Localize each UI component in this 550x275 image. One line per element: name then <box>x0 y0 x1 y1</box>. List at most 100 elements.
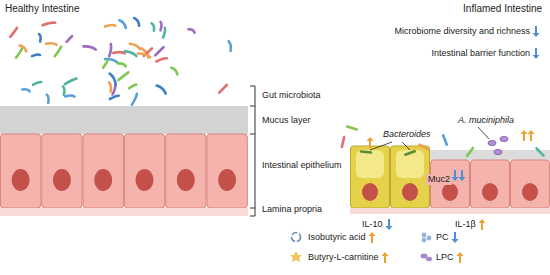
arrow-head <box>452 177 459 181</box>
bacterium <box>405 151 414 154</box>
arrow-head <box>479 219 486 223</box>
bacterium <box>138 53 150 57</box>
arrow-head <box>528 130 535 134</box>
epithelial-cell <box>1 134 41 208</box>
bacterium <box>118 63 126 66</box>
arrow-head <box>367 137 374 141</box>
bacterium <box>155 47 163 55</box>
bacterium <box>347 127 357 130</box>
arrow-head <box>382 252 389 256</box>
bacterium <box>63 87 64 95</box>
increase-arrow <box>523 133 525 141</box>
cell-nucleus <box>362 183 378 201</box>
bacterium <box>109 44 111 56</box>
arrow-head <box>521 130 528 134</box>
bacterium <box>110 74 116 85</box>
arrow-head <box>533 55 540 59</box>
lpc-icon <box>421 254 428 259</box>
epithelial-cell <box>207 134 247 208</box>
decrease-arrow <box>535 48 537 56</box>
bacterium <box>132 94 137 105</box>
arrow-head <box>457 252 464 256</box>
metabolite-label: Isobutyric acid <box>308 232 366 243</box>
bacterium <box>420 145 429 150</box>
trend-note: Microbiome diversity and richness <box>394 26 530 37</box>
epithelial-cell <box>83 134 123 208</box>
bacterium <box>188 29 194 33</box>
bacterium <box>20 46 27 52</box>
akkermansia-cell <box>500 136 508 141</box>
bacterium <box>65 95 74 96</box>
bacterium <box>161 22 162 30</box>
bacterium <box>67 36 72 42</box>
epithelial-cell <box>511 160 550 208</box>
bacterium <box>55 47 61 57</box>
bacterium <box>130 44 140 49</box>
bacterium <box>171 68 177 75</box>
increase-arrow <box>481 222 483 230</box>
arrow-head <box>533 33 540 37</box>
akkermansia-cell <box>494 149 502 154</box>
protein-label: Muc2 <box>426 174 452 185</box>
epithelial-cell <box>471 160 510 208</box>
bacterium <box>109 82 111 92</box>
increase-arrow <box>530 133 532 141</box>
cell-nucleus <box>177 169 195 191</box>
lpc-icon <box>426 257 432 261</box>
bacterium <box>103 60 108 67</box>
bacterium <box>10 28 17 37</box>
arrow-head <box>459 177 466 181</box>
lamina-propria <box>0 208 248 216</box>
bacterium <box>537 148 544 155</box>
bacterium <box>467 148 473 156</box>
layer-label: Gut microbiota <box>262 90 321 101</box>
bacterium <box>156 58 167 61</box>
bacterium <box>342 137 344 147</box>
cell-nucleus <box>136 169 154 191</box>
epithelial-cell <box>42 134 82 208</box>
decrease-arrow <box>454 170 456 178</box>
pc-icon <box>427 236 432 241</box>
bacterium <box>219 85 227 93</box>
increase-arrow <box>369 140 371 148</box>
leader-line <box>370 142 392 150</box>
bacterium <box>39 34 41 41</box>
leader-line <box>478 127 489 139</box>
bacterium <box>229 41 231 51</box>
bacterium <box>125 51 137 56</box>
bacterium <box>33 82 41 85</box>
lamina-propria <box>350 208 550 214</box>
bacterium <box>119 72 129 80</box>
bacterium <box>119 20 125 28</box>
decrease-arrow <box>535 26 537 34</box>
bacterium <box>152 23 154 30</box>
epithelial-cell <box>166 134 206 208</box>
decrease-arrow <box>388 219 390 227</box>
bacteria-label: Bacteroides <box>383 129 431 140</box>
arrow-head <box>369 232 376 236</box>
akkermansia-cell <box>488 140 496 145</box>
cell-nucleus <box>402 183 418 201</box>
arrow-head <box>452 239 459 243</box>
epithelial-cell <box>124 134 164 208</box>
cell-nucleus <box>218 169 236 191</box>
panel-title: Inflamed Intestine <box>463 3 542 15</box>
metabolite-label: LPC <box>436 252 454 263</box>
metabolite-label: Butyry-L-carnitine <box>308 252 379 263</box>
layer-label: Mucus layer <box>262 115 311 126</box>
layer-label: Intestinal epithelium <box>262 160 342 171</box>
bacterium <box>47 95 49 103</box>
cell-nucleus <box>12 169 30 191</box>
bacterium <box>157 86 166 94</box>
bacterium <box>361 150 371 154</box>
bacterium <box>443 135 447 144</box>
bacterium <box>113 85 116 94</box>
cytokine-label: IL-10 <box>362 219 383 230</box>
cell-nucleus <box>482 183 498 201</box>
bacterium <box>46 43 57 45</box>
layer-label: Lamina propria <box>262 204 322 215</box>
bacterium <box>163 28 165 38</box>
layer-bracket <box>250 86 255 216</box>
